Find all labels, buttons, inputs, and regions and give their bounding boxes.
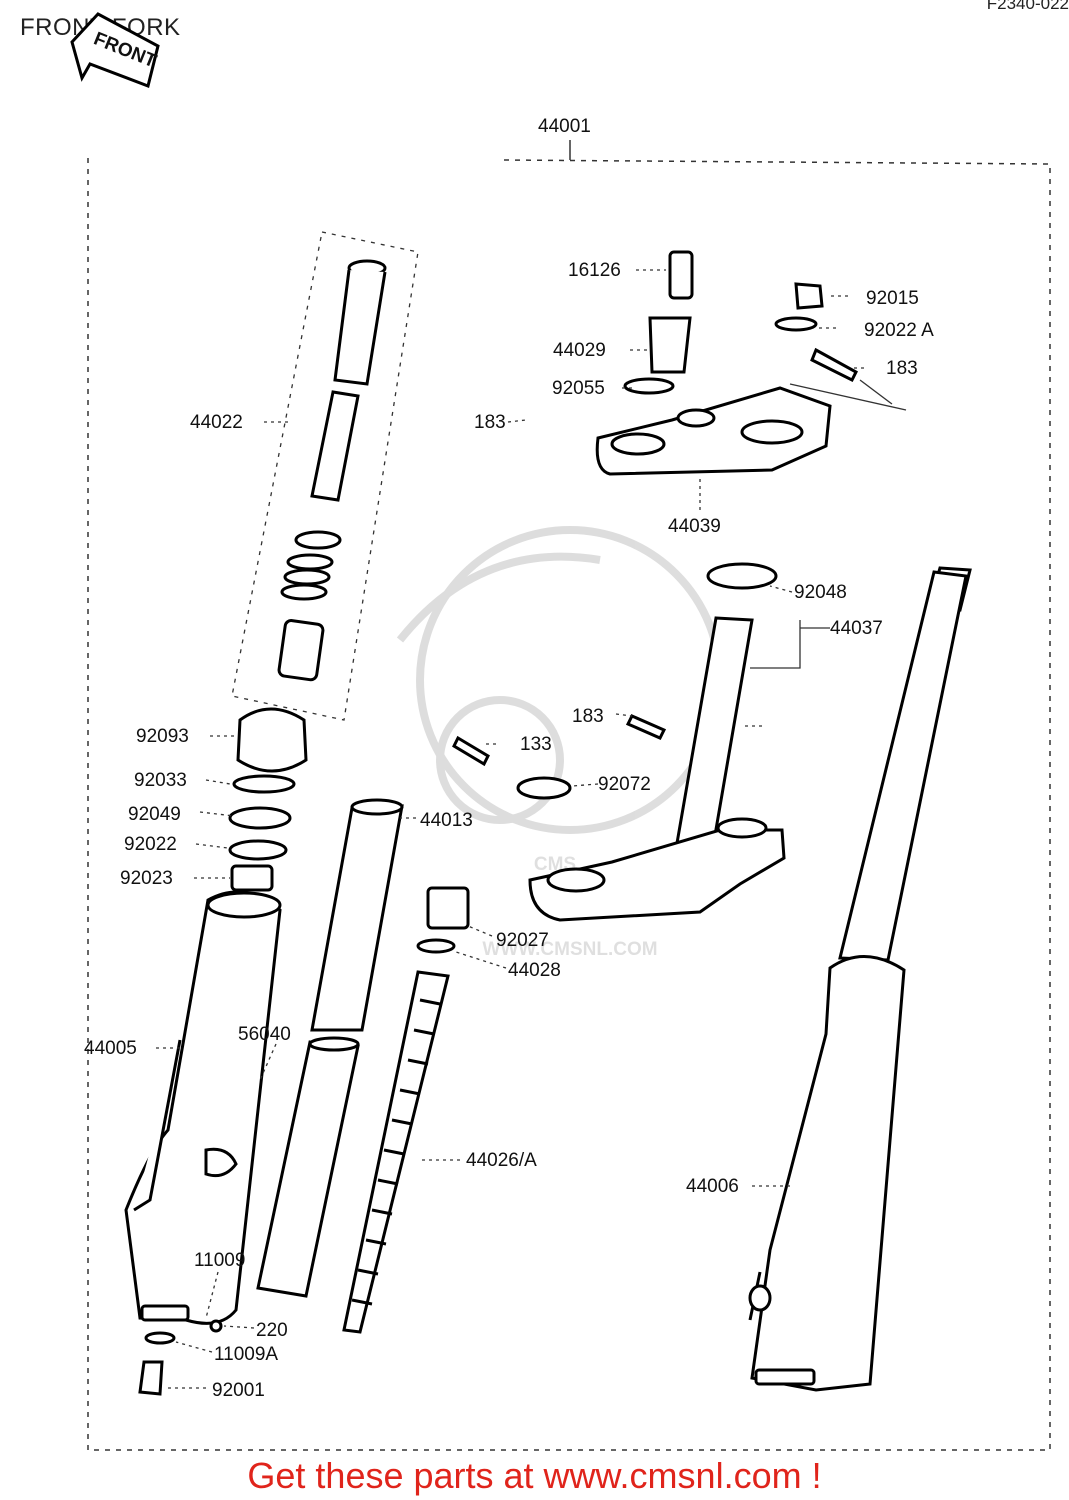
spring-spacer: [426, 886, 470, 930]
part-label-16126: 16126: [568, 260, 621, 281]
part-label-92001: 92001: [212, 1380, 265, 1401]
piston-collar: [277, 619, 325, 682]
part-label-92027: 92027: [496, 930, 549, 951]
part-label-44013: 44013: [420, 810, 473, 831]
part-label-183-stem: 183: [474, 412, 506, 433]
part-label-44039: 44039: [668, 516, 721, 537]
damper-rod-group-box: [231, 231, 419, 721]
part-label-92015: 92015: [866, 288, 919, 309]
part-label-44029: 44029: [553, 340, 606, 361]
fork-spring: [342, 970, 450, 1334]
part-label-183-upper: 183: [886, 358, 918, 379]
part-label-44006: 44006: [686, 1176, 739, 1197]
part-label-220: 220: [256, 1320, 288, 1341]
part-label-133: 133: [520, 734, 552, 755]
drain-bolt-group: [138, 1319, 223, 1396]
part-label-92022: 92022: [124, 834, 177, 855]
part-label-44001: 44001: [538, 116, 591, 137]
part-label-183-lower: 183: [572, 706, 604, 727]
steering-stem: [452, 562, 786, 922]
part-label-44026a: 44026/A: [466, 1150, 537, 1171]
part-label-44005: 44005: [84, 1038, 137, 1059]
leader-lines: [156, 269, 864, 1389]
part-label-92022a: 92022 A: [864, 320, 934, 341]
upper-triple-clamp: [595, 386, 832, 476]
drawing-reference: F2340-022: [986, 0, 1069, 13]
part-label-44022: 44022: [190, 412, 243, 433]
part-label-44028: 44028: [508, 960, 561, 981]
part-label-11009: 11009: [194, 1250, 245, 1271]
damper-rod: [310, 259, 387, 502]
assembly-bracket: [87, 140, 1051, 1451]
left-outer-tube: [124, 890, 282, 1325]
part-label-92049: 92049: [128, 804, 181, 825]
part-label-92023: 92023: [120, 868, 173, 889]
part-label-56040: 56040: [238, 1024, 291, 1045]
parts-shop-banner[interactable]: Get these parts at www.cmsnl.com !: [247, 1455, 822, 1496]
stem-adjuster: [623, 250, 858, 395]
rebound-spring: [280, 530, 342, 601]
part-label-92033: 92033: [134, 770, 187, 791]
watermark-url: WWW.CMSNL.COM: [482, 939, 657, 960]
front-direction-arrow: FRONT: [70, 12, 160, 89]
part-label-92048: 92048: [794, 582, 847, 603]
fork-seal-stack: [228, 707, 308, 892]
part-label-92072: 92072: [598, 774, 651, 795]
part-label-92055: 92055: [552, 378, 605, 399]
inner-tube: [256, 798, 404, 1298]
part-label-44037: 44037: [830, 618, 883, 639]
right-fork-leg: [748, 566, 972, 1392]
guide-lines: [750, 379, 907, 669]
part-label-11009a: 11009A: [214, 1344, 278, 1365]
spring-seat: [416, 938, 456, 954]
part-label-92093: 92093: [136, 726, 189, 747]
part-labels: 44001 16126 92015 92022 A 44029 183 9205…: [84, 116, 934, 1401]
